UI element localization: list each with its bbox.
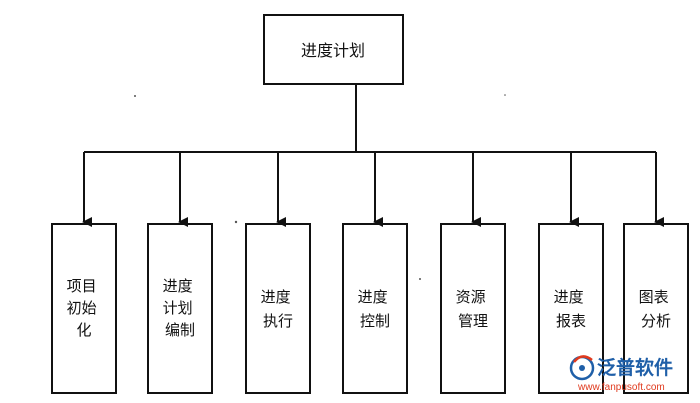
- child-node-schedule-exec: 进度 执行: [245, 152, 311, 394]
- child-label: 项目 初始 化: [67, 277, 102, 339]
- watermark-url: www.fanpusoft.com: [577, 382, 665, 393]
- child-label: 进度 报表: [554, 288, 589, 330]
- watermark: 泛普软件 www.fanpusoft.com: [569, 355, 673, 393]
- fanpu-logo-icon: [569, 355, 595, 381]
- child-label: 资源 管理: [456, 288, 491, 330]
- scan-specks: [134, 94, 506, 280]
- child-node-chart-analysis: 图表 分析: [623, 152, 689, 394]
- watermark-brand: 泛普软件: [597, 356, 673, 379]
- root-node: 进度计划: [263, 14, 404, 85]
- child-label: 进度 控制: [358, 288, 393, 330]
- child-node-schedule-report: 进度 报表: [538, 152, 604, 394]
- child-node-project-init: 项目 初始 化: [51, 152, 117, 394]
- child-node-schedule-control: 进度 控制: [342, 152, 408, 394]
- child-node-schedule-plan: 进度 计划 编制: [147, 152, 213, 394]
- child-label: 进度 计划 编制: [163, 277, 198, 339]
- connectors: [84, 84, 656, 153]
- child-node-resource-mgmt: 资源 管理: [440, 152, 506, 394]
- root-label: 进度计划: [301, 41, 365, 60]
- child-label: 进度 执行: [261, 288, 296, 330]
- child-label: 图表 分析: [639, 288, 674, 330]
